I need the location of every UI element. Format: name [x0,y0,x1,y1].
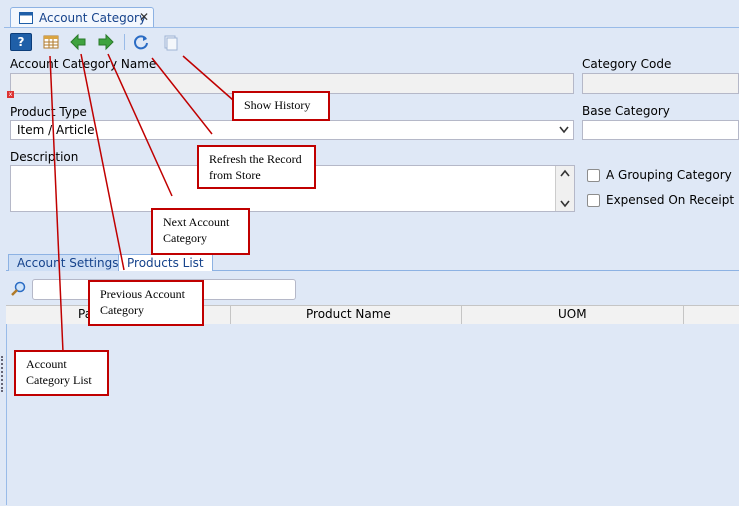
expensed-on-receipt-checkbox[interactable] [587,194,600,207]
pointer-line-previous [80,53,125,271]
description-label: Description [10,150,79,164]
description-scrollbar[interactable] [555,166,574,211]
grouping-category-checkbox[interactable] [587,169,600,182]
callout-next: Next Account Category [151,208,250,255]
subtab-strip [6,270,739,271]
column-separator [461,306,462,324]
scroll-down-icon[interactable] [560,200,570,208]
toolbar-separator [124,34,125,50]
help-icon: ? [17,35,25,49]
search-icon[interactable] [10,281,26,297]
pointer-line-list [49,55,64,353]
column-header-product-name[interactable]: Product Name [306,307,391,321]
pointer-line-next [107,53,173,197]
category-code-label: Category Code [582,57,672,71]
previous-arrow-icon[interactable] [69,33,87,51]
scroll-up-icon[interactable] [560,169,570,177]
category-list-icon[interactable] [42,33,60,51]
help-button[interactable]: ? [10,33,32,51]
required-icon: x [7,91,14,98]
next-arrow-icon[interactable] [97,33,115,51]
grid-body [6,324,739,505]
chevron-down-icon [559,126,569,134]
history-icon[interactable] [161,33,179,51]
callout-previous: Previous Account Category [88,280,204,326]
pointer-line-refresh [151,57,213,135]
callout-show-history: Show History [232,91,330,121]
grouping-category-label: A Grouping Category [606,168,732,182]
tab-account-category[interactable]: Account Category ✕ [10,7,154,28]
callout-list: Account Category List [14,350,109,396]
expensed-on-receipt-label: Expensed On Receipt [606,193,735,207]
close-icon[interactable]: ✕ [138,10,149,24]
tab-account-settings[interactable]: Account Settings [8,254,128,271]
product-type-label: Product Type [10,105,87,119]
refresh-icon[interactable] [132,33,150,51]
splitter-handle[interactable] [1,356,5,392]
window-icon [19,12,33,24]
column-separator [230,306,231,324]
pointer-line-history [182,55,234,101]
base-category-label: Base Category [582,104,670,118]
product-type-value: Item / Article [17,123,95,137]
column-separator [683,306,684,324]
tab-title: Account Category [39,11,147,25]
callout-refresh: Refresh the Record from Store [197,145,316,189]
column-header-uom[interactable]: UOM [558,307,587,321]
